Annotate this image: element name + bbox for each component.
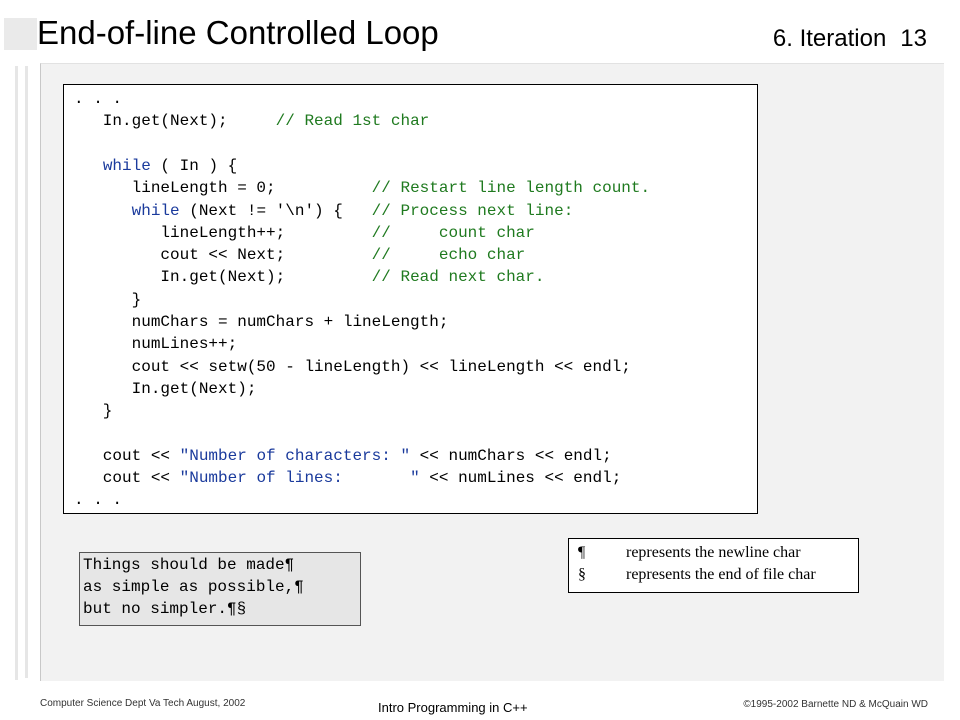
code-token: cout <<: [74, 469, 180, 488]
code-token: ( In ) {: [150, 156, 238, 175]
code-line: while ( In ) {: [74, 155, 237, 177]
code-line: . . .: [74, 489, 122, 511]
code-line: lineLength = 0; // Restart line length c…: [74, 177, 651, 199]
code-token: while: [131, 201, 180, 220]
legend-text: represents the newline char: [626, 544, 801, 561]
code-line: cout << setw(50 - lineLength) << lineLen…: [74, 356, 631, 378]
code-token: In.get(Next);: [74, 379, 257, 398]
legend-text: represents the end of file char: [626, 566, 816, 583]
legend-symbol: §: [578, 566, 586, 583]
code-token: lineLength++;: [74, 223, 372, 242]
code-line: . . .: [74, 88, 122, 110]
code-token: In.get(Next);: [74, 112, 276, 131]
code-token: // Read 1st char: [275, 112, 430, 131]
code-token: numLines++;: [74, 335, 238, 354]
code-token: numChars = numChars + lineLength;: [74, 313, 449, 331]
quote-box: Things should be made¶ as simple as poss…: [79, 552, 361, 626]
quote-line: Things should be made¶: [83, 556, 295, 574]
code-token: cout << setw(50 - lineLength) << lineLen…: [74, 357, 631, 376]
code-token: In.get(Next);: [74, 268, 372, 287]
code-token: [74, 157, 103, 175]
quote-line: but no simpler.¶§: [83, 600, 247, 618]
footer-course: Intro Programming in C++: [378, 700, 528, 715]
code-line: numChars = numChars + lineLength;: [74, 311, 449, 333]
code-token: (Next != '\n') {: [179, 201, 372, 220]
code-token: // Restart line length count.: [371, 179, 651, 198]
code-token: // Read next char.: [371, 268, 545, 287]
footer-copyright: ©1995-2002 Barnette ND & McQuain WD: [743, 699, 928, 710]
code-line: cout << "Number of lines: " << numLines …: [74, 467, 622, 489]
code-line: In.get(Next);: [74, 378, 257, 400]
code-token: cout <<: [74, 446, 180, 465]
code-token: "Number of lines: ": [179, 469, 420, 488]
decorative-side-bar: [25, 66, 28, 678]
code-token: lineLength = 0;: [74, 179, 372, 198]
code-line: }: [74, 289, 142, 311]
code-line: while (Next != '\n') { // Process next l…: [74, 200, 574, 222]
code-token: }: [74, 290, 142, 309]
legend-symbol: ¶: [578, 544, 586, 561]
symbol-legend: ¶ represents the newline char § represents…: [568, 538, 859, 593]
decorative-corner-box: [4, 18, 37, 50]
code-token: "Number of characters: ": [179, 446, 411, 465]
code-token: . . .: [74, 491, 123, 510]
code-token: << numChars << endl;: [410, 446, 612, 465]
code-token: // echo char: [371, 246, 526, 265]
code-listing: . . . In.get(Next); // Read 1st char whi…: [63, 84, 758, 514]
code-token: // count char: [371, 223, 535, 242]
code-token: . . .: [74, 90, 123, 108]
page-number: 13: [900, 25, 927, 52]
code-line: }: [74, 400, 113, 422]
quote-line: as simple as possible,¶: [83, 578, 304, 596]
legend-row: ¶ represents the newline char: [578, 542, 801, 564]
code-token: << numLines << endl;: [419, 469, 622, 488]
code-token: // Process next line:: [371, 201, 574, 220]
code-line: In.get(Next); // Read 1st char: [74, 110, 429, 132]
code-line: In.get(Next); // Read next char.: [74, 266, 544, 288]
code-line: numLines++;: [74, 333, 238, 355]
footer-department: Computer Science Dept Va Tech August, 20…: [40, 698, 246, 709]
code-line: lineLength++; // count char: [74, 222, 535, 244]
code-token: while: [102, 156, 151, 175]
code-token: cout << Next;: [74, 246, 372, 265]
section-label: 6. Iteration 13: [773, 25, 927, 53]
code-token: [74, 202, 132, 220]
slide-title: End-of-line Controlled Loop: [37, 14, 439, 51]
code-line: cout << "Number of characters: " << numC…: [74, 445, 612, 467]
code-token: }: [74, 402, 113, 421]
decorative-side-bar: [15, 66, 18, 680]
section-name: 6. Iteration: [772, 25, 887, 52]
code-line: cout << Next; // echo char: [74, 244, 525, 266]
legend-row: § represents the end of file char: [578, 564, 816, 586]
